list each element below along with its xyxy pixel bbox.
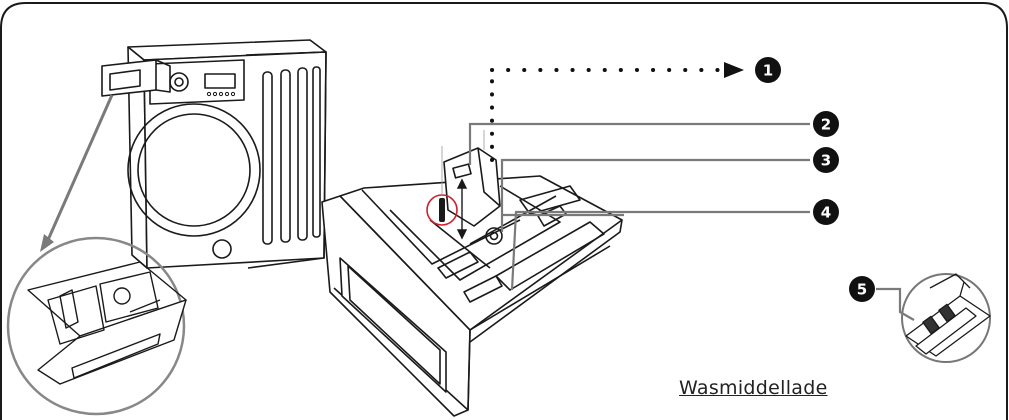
detergent-drawer-illustration [321, 147, 623, 417]
callout-number-2: 2 [821, 116, 831, 134]
washing-machine-illustration [101, 39, 327, 269]
drawer-zoom-inset [6, 236, 187, 416]
inset-leader-line [46, 94, 114, 241]
callout-1-leader [490, 62, 744, 162]
inset-leader-arrow [40, 234, 54, 252]
figure-caption: Wasmiddellade [679, 377, 828, 399]
callout-5-leader [876, 287, 915, 321]
highlight-part [439, 198, 445, 222]
callout-2-leader [468, 122, 810, 165]
callout-leaders [468, 122, 810, 291]
callout-badge-1: 1 [755, 57, 781, 83]
siphon-cap-zoom-inset [901, 273, 991, 363]
callout-3-leader [500, 158, 810, 232]
callout-badge-4: 4 [813, 199, 839, 225]
flap-move-arrow [456, 178, 468, 240]
callout-badge-5: 5 [849, 276, 875, 302]
callout-badge-2: 2 [813, 111, 839, 137]
callout-number-5: 5 [857, 281, 867, 299]
callout-number-3: 3 [821, 152, 831, 170]
callout-4-leader [510, 210, 810, 291]
callout-number-4: 4 [821, 204, 831, 222]
callout-badge-3: 3 [813, 147, 839, 173]
callout-number-1: 1 [763, 62, 773, 80]
